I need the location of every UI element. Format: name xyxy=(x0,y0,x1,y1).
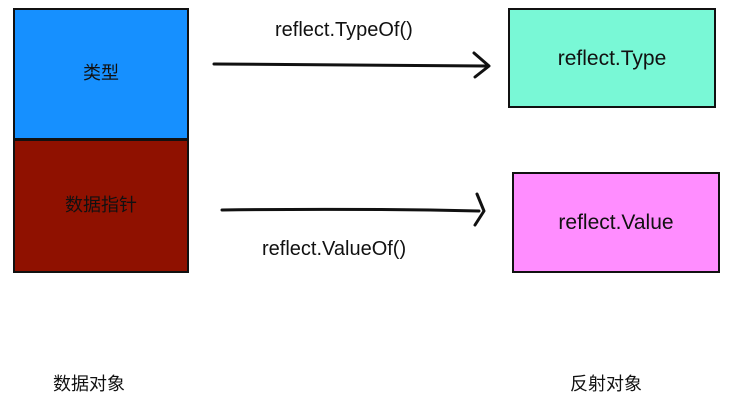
valueof-arrow-shaft xyxy=(220,207,481,213)
reflect-value-box: reflect.Value xyxy=(512,172,720,273)
typeof-arrow xyxy=(212,51,491,79)
reflect-value-label: reflect.Value xyxy=(558,211,674,234)
reflect-type-box: reflect.Type xyxy=(508,8,716,108)
reflect-object-caption: 反射对象 xyxy=(570,374,642,395)
data-pointer-label: 数据指针 xyxy=(65,195,137,216)
valueof-arrow-head xyxy=(473,192,486,227)
typeof-arrow-head xyxy=(472,51,491,79)
valueof-edge-label: reflect.ValueOf() xyxy=(262,238,407,260)
type-box: 类型 xyxy=(13,8,189,140)
data-pointer-box: 数据指针 xyxy=(13,139,189,273)
typeof-edge-label: reflect.TypeOf() xyxy=(275,19,413,41)
data-object-caption: 数据对象 xyxy=(53,374,125,395)
typeof-arrow-shaft xyxy=(212,62,488,68)
valueof-arrow xyxy=(220,192,486,227)
reflect-type-label: reflect.Type xyxy=(557,46,667,70)
type-label: 类型 xyxy=(83,63,119,84)
